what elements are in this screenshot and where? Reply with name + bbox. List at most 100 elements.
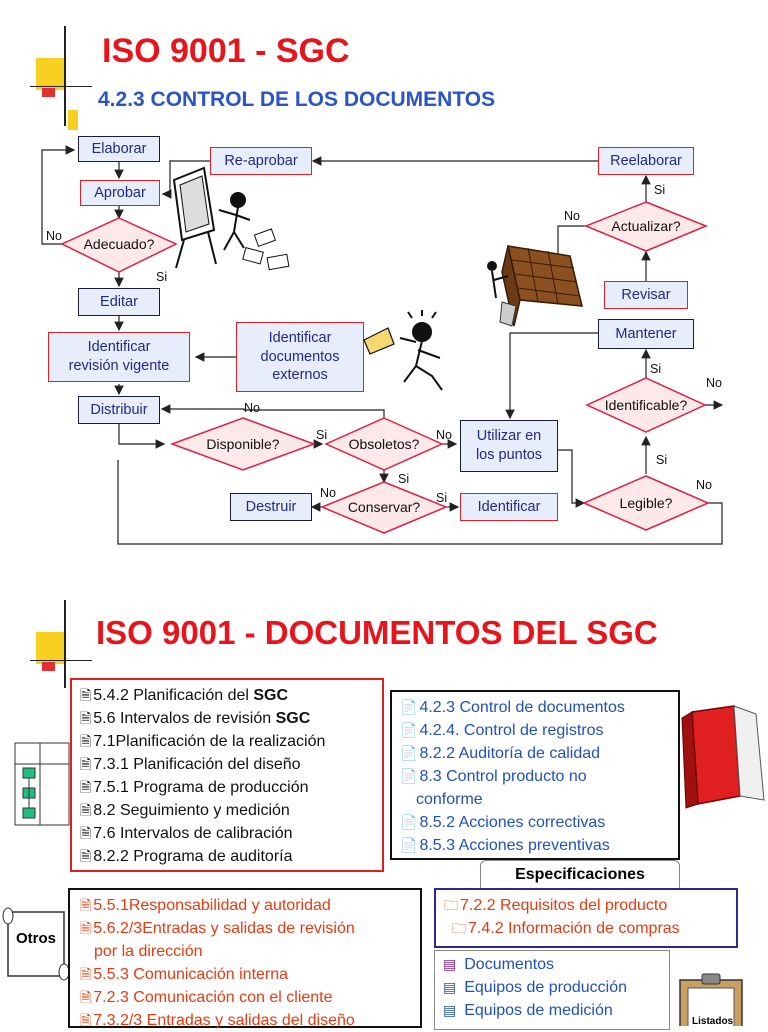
document-icon: 🗎 [80,802,92,818]
list-bullet-icon: ▤ [443,1002,457,1018]
label-no: No [244,401,260,415]
label-si: Si [656,453,668,467]
procedure-item: 📄8.5.3 Acciones preventivas [400,834,678,857]
documents-icon: 📄 [400,814,418,830]
specification-item-text: 7.2.2 Requisitos del producto [460,897,668,914]
easel-figure-illustration [172,166,290,271]
binder-illustration [681,705,765,809]
planning-item-bold: SGC [275,710,311,727]
box-aprobar: Aprobar [80,180,160,206]
box-identificar-revision: Identificar revisión vigente [48,332,190,382]
box-editar: Editar [78,288,160,316]
document-icon: 🗎 [80,989,92,1005]
specification-item: 🗀7.2.2 Requisitos del producto [444,894,736,917]
file-cabinet-illustration [487,245,583,327]
planning-item: 🗎7.3.1 Planificación del diseño [80,753,382,776]
planning-item: 🗎5.4.2 Planificación del SGC [80,684,382,707]
decision-obsoletos-label: Obsoletos? [348,436,420,452]
label-no: No [564,209,580,223]
planning-documents-panel: 🗎5.4.2 Planificación del SGC🗎5.6 Interva… [70,678,384,872]
title-decoration-line [64,26,66,126]
label-si: Si [436,491,448,505]
procedure-item: 📄4.2.3 Control de documentos [400,696,678,719]
procedures-list: 📄4.2.3 Control de documentos📄4.2.4. Cont… [400,696,678,857]
clipboard-illustration [679,973,743,1026]
title-decoration-hline [30,660,92,661]
lists-panel: ▤Documentos▤Equipos de producción▤Equipo… [434,950,670,1030]
list-item-text: Equipos de producción [464,979,628,996]
list-item: ▤Equipos de medición [443,999,669,1022]
other-document-item: por la dirección [80,940,420,963]
label-si: Si [316,428,328,442]
list-bullet-icon: ▤ [443,979,457,995]
label-no: No [46,229,62,243]
list-bullet-icon: ▤ [443,956,457,972]
other-document-item: 🗎7.3.2/3 Entradas y salidas del diseño [80,1009,420,1032]
planning-item: 🗎8.2.2 Programa de auditoría [80,845,382,868]
title-decoration-yellow [36,632,66,664]
other-document-item-text: 7.2.3 Comunicación con el cliente [93,989,333,1006]
title-decoration-red [42,662,55,671]
planning-documents-list: 🗎5.4.2 Planificación del SGC🗎5.6 Interva… [80,684,382,868]
specification-item-text: 7.4.2 Información de compras [468,920,680,937]
other-documents-panel: 🗎5.5.1Responsabilidad y autoridad🗎5.6.2/… [68,888,422,1029]
otros-label: Otros [16,930,57,947]
decision-legible-label: Legible? [619,495,673,511]
procedure-item-text: 4.2.3 Control de documentos [419,699,625,716]
planning-item-text: 7.1Planificación de la realización [93,733,326,750]
title-decoration-yellow [36,58,66,90]
procedures-panel: 📄4.2.3 Control de documentos📄4.2.4. Cont… [390,690,680,860]
flowchart-connectors [41,145,724,545]
planning-item-text: 5.6 Intervalos de revisión [93,710,276,727]
box-reaprobar: Re-aprobar [210,147,312,175]
decision-obsoletos-shape [324,417,444,471]
other-document-item-text: 7.3.2/3 Entradas y salidas del diseño [93,1012,355,1029]
label-no: No [320,486,336,500]
box-elaborar: Elaborar [78,136,160,162]
procedure-item-text: 4.2.4. Control de registros [419,722,604,739]
procedure-item: 📄8.2.2 Auditoría de calidad [400,742,678,765]
procedure-item-text: 8.3 Control producto no [419,768,587,785]
planning-item: 🗎7.1Planificación de la realización [80,730,382,753]
title-decoration-hline [30,86,92,87]
label-no: No [436,428,452,442]
label-si: Si [650,362,662,376]
decision-disponible-label: Disponible? [206,436,280,452]
specification-item: 🗀7.4.2 Información de compras [444,917,736,940]
documents-icon: 📄 [400,699,418,715]
document-icon: 🗎 [80,825,92,841]
procedure-item: 📄8.5.2 Acciones correctivas [400,811,678,834]
planning-item: 🗎7.5.1 Programa de producción [80,776,382,799]
procedure-item: 📄8.3 Control producto no [400,765,678,788]
document-icon: 🗎 [80,966,92,982]
other-document-item: 🗎5.5.3 Comunicación interna [80,963,420,986]
box-utilizar: Utilizar en los puntos [460,420,558,472]
other-document-item: 🗎7.2.3 Comunicación con el cliente [80,986,420,1009]
org-chart-icon [14,742,70,826]
lists-list: ▤Documentos▤Equipos de producción▤Equipo… [443,953,669,1022]
label-no: No [706,376,722,390]
planning-item-text: 7.5.1 Programa de producción [93,779,309,796]
box-identificar-externos: Identificar documentos externos [236,322,364,392]
document-icon: 🗎 [80,920,92,936]
slide-2: ISO 9001 - DOCUMENTOS DEL SGC 🗎5.4.2 Pla… [0,586,768,1030]
planning-item-text: 7.3.1 Planificación del diseño [93,756,301,773]
document-icon: 🗎 [80,710,92,726]
box-reelaborar: Reelaborar [598,147,694,175]
decision-actualizar-shape [584,201,708,252]
procedure-item-text: conforme [416,791,483,808]
documents-icon: 📄 [400,745,418,761]
procedure-item: 📄4.2.4. Control de registros [400,719,678,742]
list-item: ▤ Equipos de producción [443,976,669,999]
title-decoration-yellow-small [68,110,78,130]
document-icon: 🗎 [80,897,92,913]
specifications-panel: 🗀7.2.2 Requisitos del producto🗀7.4.2 Inf… [434,888,738,948]
procedure-item-text: 8.5.2 Acciones correctivas [419,814,606,831]
documents-icon: 📄 [400,722,418,738]
folder-icon: 🗀 [444,897,458,913]
decision-conservar-label: Conservar? [347,499,421,515]
decision-conservar-shape [320,481,448,534]
document-icon: 🗎 [80,733,92,749]
folder-icon: 🗀 [452,920,466,936]
title-decoration-red [42,88,55,97]
